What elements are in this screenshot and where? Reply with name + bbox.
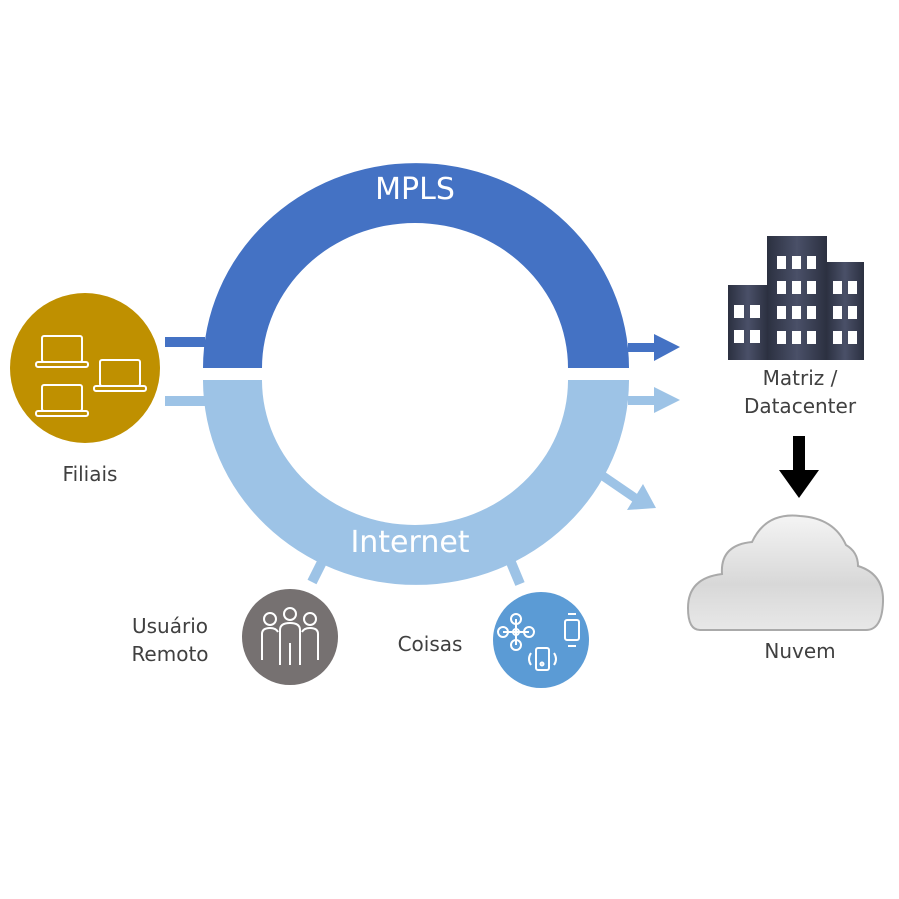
mpls-output-arrow: [628, 334, 680, 361]
users-icon: [261, 607, 319, 665]
internet-input-line: [165, 396, 205, 406]
matriz-label: Matriz / Datacenter: [720, 364, 880, 420]
internet-output-arrow: [628, 387, 680, 413]
internet-arc: [203, 380, 629, 585]
iot-devices-icon: [497, 613, 580, 671]
coisas-circle[interactable]: [493, 592, 589, 688]
usuario-spoke: [307, 557, 328, 585]
laptops-icon: [35, 335, 147, 417]
coisas-label: Coisas: [397, 632, 463, 656]
mpls-label: MPLS: [375, 172, 455, 207]
usuario-remoto-line2: Remoto: [131, 642, 209, 666]
nuvem-label: Nuvem: [764, 639, 836, 663]
datacenter-to-cloud-arrow: [779, 436, 819, 498]
matriz-line2: Datacenter: [743, 394, 857, 418]
internet-cloud-arrow: [597, 470, 656, 510]
usuario-remoto-label: Usuário Remoto: [110, 612, 230, 668]
usuario-circle[interactable]: [242, 589, 338, 685]
cloud-icon[interactable]: [686, 514, 885, 631]
matriz-line1: Matriz /: [762, 366, 838, 390]
coisas-spoke: [505, 558, 525, 586]
filiais-label: Filiais: [62, 462, 118, 486]
mpls-arc: [203, 163, 629, 368]
building-icon[interactable]: [728, 236, 864, 360]
usuario-remoto-line1: Usuário: [131, 614, 208, 638]
mpls-input-line: [165, 337, 205, 347]
internet-label: Internet: [350, 525, 470, 560]
